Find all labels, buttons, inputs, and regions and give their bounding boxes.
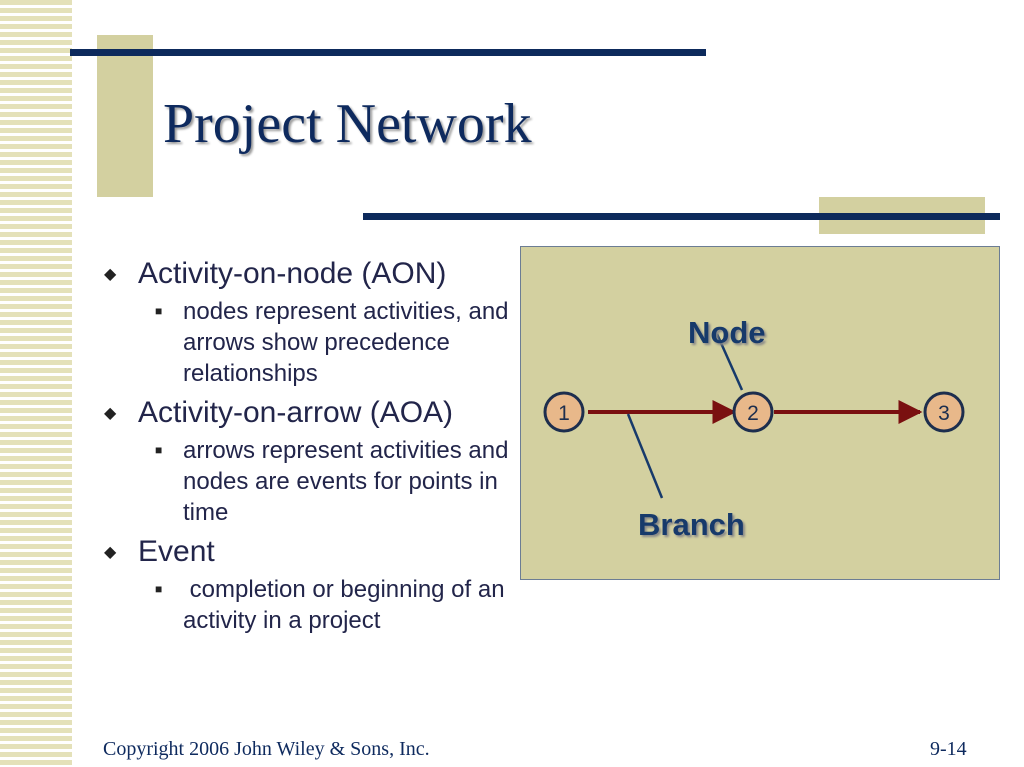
bullet-item: ◆ Activity-on-arrow (AOA) bbox=[100, 395, 530, 431]
page-number: 9-14 bbox=[930, 738, 967, 760]
diamond-bullet-icon: ◆ bbox=[104, 405, 117, 422]
square-bullet-icon: ■ bbox=[155, 582, 163, 596]
node-label: Node bbox=[688, 315, 766, 350]
bullet-item: ◆ Activity-on-node (AON) bbox=[100, 256, 530, 292]
bullet-item: ◆ Event bbox=[100, 534, 530, 570]
square-bullet-icon: ■ bbox=[155, 304, 163, 318]
top-rule bbox=[70, 49, 706, 56]
title-underline-rule bbox=[363, 213, 1000, 220]
bullet-text: Activity-on-arrow (AOA) bbox=[138, 396, 454, 429]
sub-bullet-item: ■ nodes represent activities, and arrows… bbox=[100, 296, 530, 389]
sub-bullet-text: nodes represent activities, and arrows s… bbox=[183, 298, 509, 387]
event-node-1 bbox=[543, 391, 585, 433]
sub-bullet-item: ■ arrows represent activities and nodes … bbox=[100, 435, 530, 528]
sub-bullet-item: ■ completion or beginning of an activity… bbox=[100, 574, 530, 636]
node-number: 2 bbox=[747, 402, 759, 425]
copyright-footer: Copyright 2006 John Wiley & Sons, Inc. bbox=[103, 738, 430, 760]
bullet-text: Event bbox=[138, 535, 215, 568]
bullet-text: Activity-on-node (AON) bbox=[138, 257, 447, 290]
sub-bullet-text: completion or beginning of an activity i… bbox=[183, 576, 512, 634]
network-diagram: 1 2 3 bbox=[543, 333, 965, 499]
title-accent-block bbox=[97, 35, 153, 197]
sub-bullet-text: arrows represent activities and nodes ar… bbox=[183, 437, 509, 526]
branch-callout-line bbox=[626, 413, 664, 499]
diamond-bullet-icon: ◆ bbox=[104, 266, 117, 283]
left-stripes-decoration bbox=[0, 0, 72, 767]
bullet-list: ◆ Activity-on-node (AON) ■ nodes represe… bbox=[100, 250, 530, 640]
event-node-2 bbox=[732, 391, 774, 433]
event-node-3 bbox=[923, 391, 965, 433]
node-number: 3 bbox=[938, 402, 950, 425]
node-number: 1 bbox=[558, 402, 570, 425]
node-callout-line bbox=[715, 333, 744, 391]
square-bullet-icon: ■ bbox=[155, 443, 163, 457]
branch-label: Branch bbox=[638, 507, 745, 542]
diamond-bullet-icon: ◆ bbox=[104, 544, 117, 561]
slide-title: Project Network bbox=[163, 93, 532, 155]
